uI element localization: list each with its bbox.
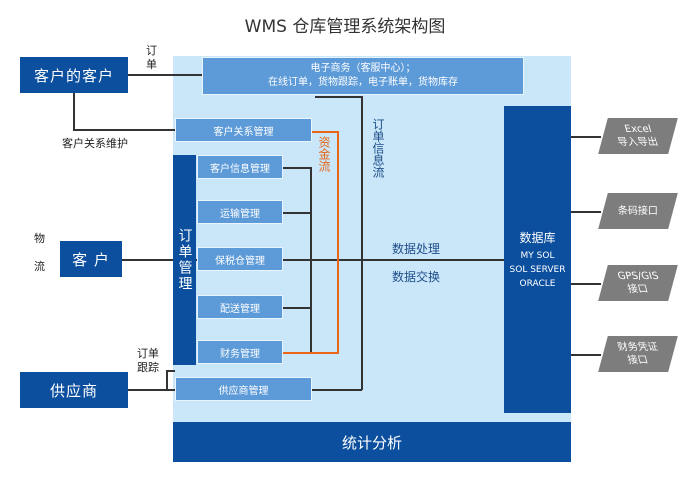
crm-box: 客户关系管理 — [175, 118, 312, 142]
statistics-bar: 统计分析 — [173, 422, 571, 462]
database-oracle: ORACLE — [519, 278, 556, 289]
capital-flow-label: 资金流 — [317, 136, 331, 172]
module-customer-info: 客户信息管理 — [197, 155, 283, 179]
connector-order-track — [166, 370, 168, 390]
supplier-management-box: 供应商管理 — [175, 377, 312, 401]
capital-flow-bottom — [283, 352, 339, 354]
order-track-label: 订单 跟踪 — [137, 347, 159, 374]
ecommerce-box: 电子商务（客服中心）； 在线订单，货物跟踪，电子账单，货物库存 — [202, 57, 524, 95]
order-flow-bottom — [312, 389, 362, 391]
database-box: 数据库 MY SOL SOL SERVER ORACLE — [504, 106, 571, 413]
crm-maintain-label: 客户关系维护 — [62, 137, 128, 150]
interface-finance-line2: 接口 — [626, 355, 650, 366]
interface-connector-2 — [571, 211, 601, 213]
module-connector-4 — [283, 307, 311, 309]
connector-supplier — [128, 389, 175, 391]
interface-gps-line1: GPS/GIS — [616, 271, 660, 282]
order-management-bar: 订单管理 — [173, 155, 196, 365]
connector-crm-vertical — [73, 93, 75, 130]
interface-connector-1 — [571, 136, 601, 138]
diagram-title: WMS 仓库管理系统架构图 — [244, 17, 446, 37]
interface-gps: GPS/GIS 接口 — [598, 265, 678, 301]
logistics-label: 物 流 — [34, 232, 45, 273]
interface-excel-line1: Excel — [623, 124, 653, 135]
order-flow-line — [361, 96, 363, 390]
interface-finance-line1: 财务凭证 — [616, 342, 660, 353]
supplier-box: 供应商 — [20, 372, 128, 408]
customer-box: 客 户 — [60, 241, 122, 277]
interface-excel-line2: 导入导出 — [616, 137, 660, 148]
module-distribution: 配送管理 — [197, 295, 283, 319]
connector-ecommerce — [128, 74, 202, 76]
capital-flow-line — [337, 131, 339, 353]
database-sqlserver: SOL SERVER — [509, 264, 566, 275]
interface-gps-line2: 接口 — [626, 284, 650, 295]
interface-excel: Excel 导入导出 — [598, 118, 678, 154]
module-transport: 运输管理 — [197, 200, 283, 224]
module-bonded-warehouse: 保税仓管理 — [197, 247, 283, 271]
order-management-label: 订单管理 — [176, 228, 193, 292]
interface-connector-4 — [571, 354, 601, 356]
customers-customer-box: 客户的客户 — [20, 57, 128, 93]
order-flow-top — [315, 96, 362, 98]
module-bus — [310, 167, 312, 353]
connector-order-track-h — [166, 370, 175, 372]
interface-barcode: 条码接口 — [598, 193, 678, 229]
connector-customer-db — [122, 259, 504, 261]
database-mysql: MY SOL — [520, 250, 555, 261]
ecommerce-line2: 在线订单，货物跟踪，电子账单，货物库存 — [268, 77, 458, 88]
data-processing-label: 数据处理 — [392, 242, 441, 256]
order-info-flow-label: 订单信息流 — [371, 118, 385, 178]
connector-crm — [73, 129, 175, 131]
order-label: 订 单 — [146, 44, 157, 71]
database-title: 数据库 — [519, 230, 556, 245]
data-exchange-label: 数据交换 — [392, 270, 441, 284]
interface-barcode-line1: 条码接口 — [618, 205, 658, 217]
module-connector-2 — [283, 212, 311, 214]
module-finance: 财务管理 — [197, 340, 283, 364]
module-connector-1 — [283, 167, 311, 169]
interface-finance: 财务凭证 接口 — [598, 336, 678, 372]
ecommerce-line1: 电子商务（客服中心）； — [310, 63, 416, 74]
interface-connector-3 — [571, 283, 601, 285]
